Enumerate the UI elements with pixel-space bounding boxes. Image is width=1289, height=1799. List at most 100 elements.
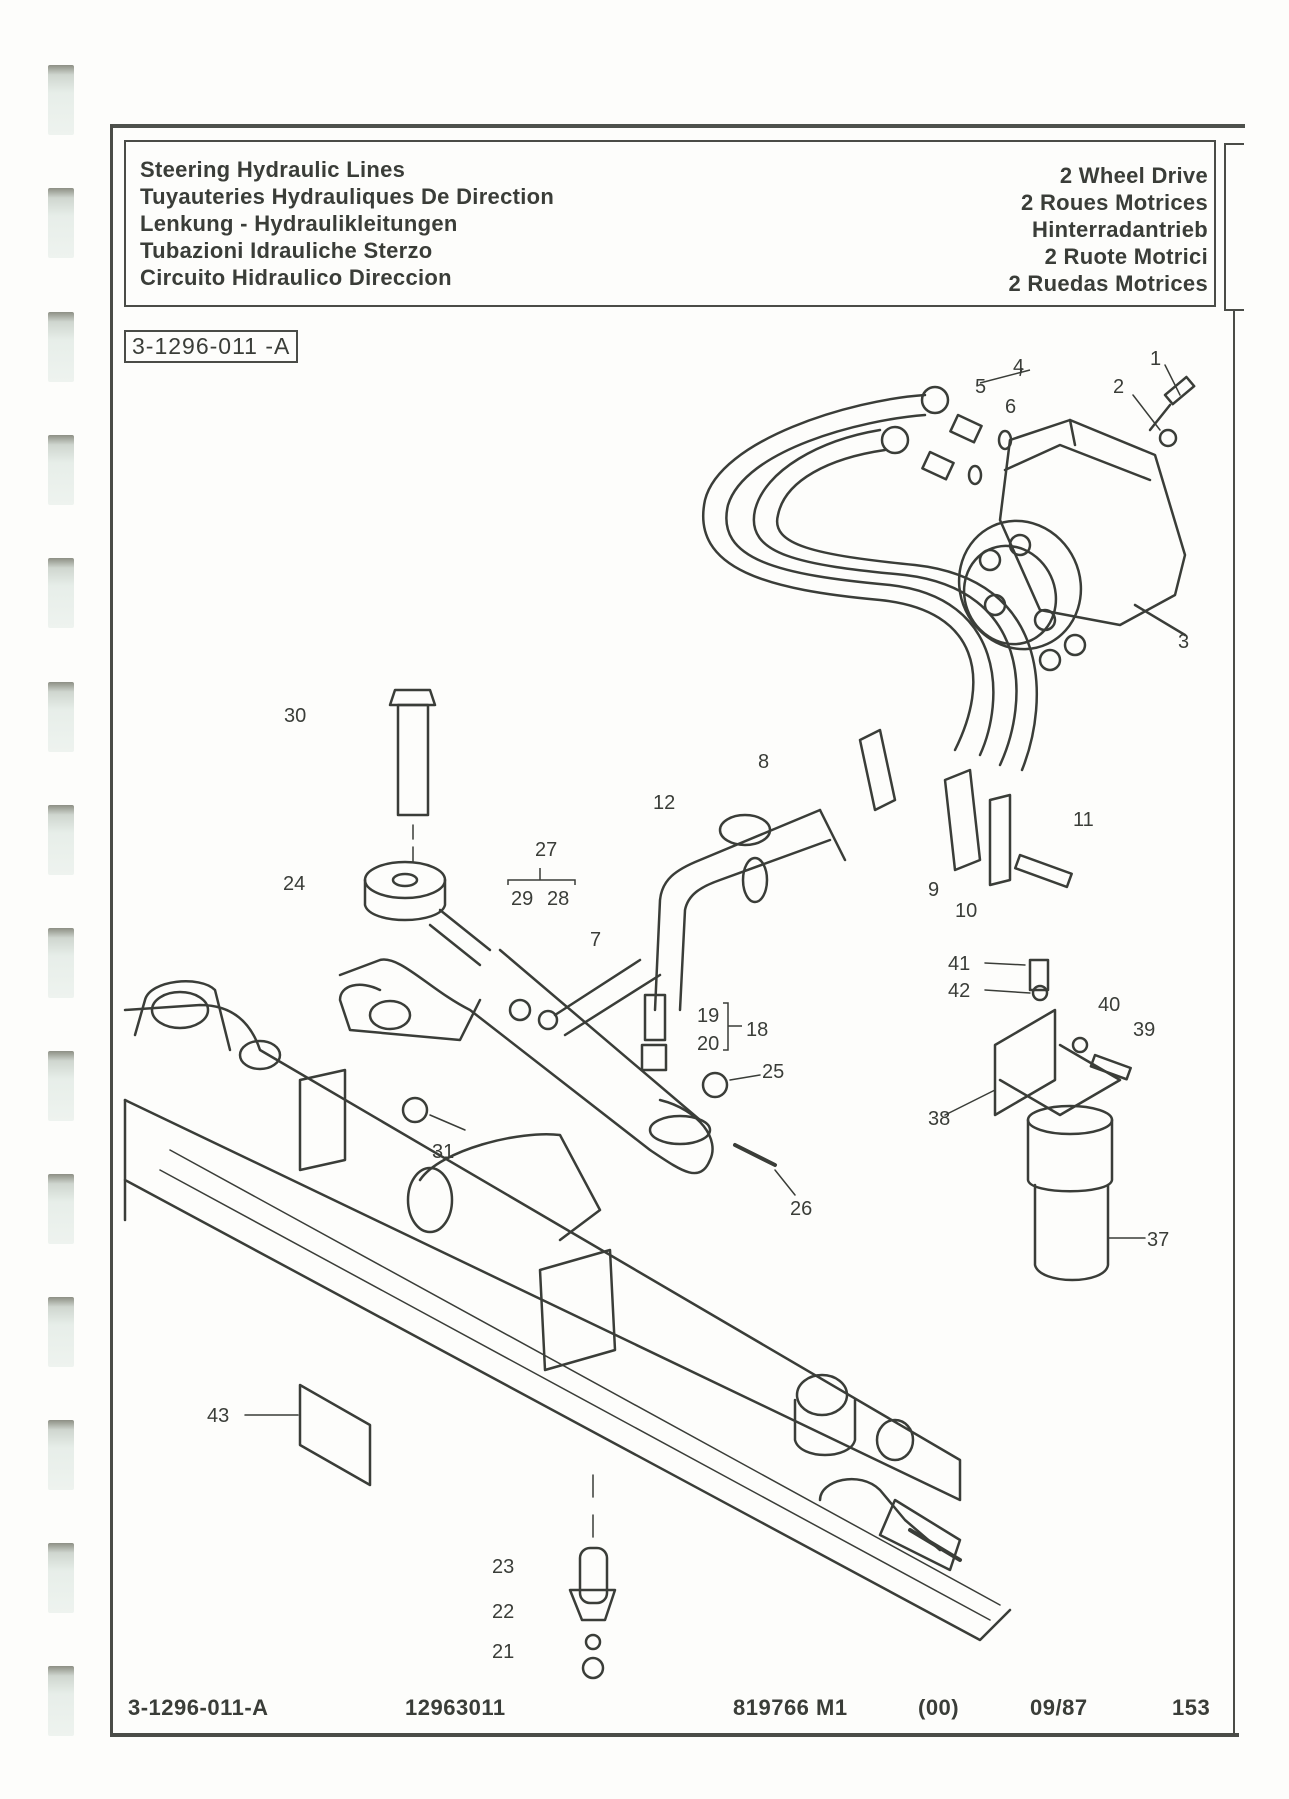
clamp-part-12: [718, 813, 772, 904]
hose-part-7: [553, 958, 662, 1037]
callout-25: 25: [762, 1061, 784, 1083]
callout-42: 42: [948, 980, 970, 1002]
binder-tab: [48, 1420, 74, 1490]
callout-31: 31: [432, 1141, 454, 1163]
filter-part-37: [1026, 1104, 1146, 1282]
binder-tab: [48, 1051, 74, 1121]
callout-38: 38: [928, 1108, 950, 1130]
callout-9: 9: [928, 879, 939, 901]
binder-tab: [48, 928, 74, 998]
callout-10: 10: [955, 900, 977, 922]
binder-tab: [48, 1543, 74, 1613]
footer-illustration-no: 12963011: [405, 1695, 506, 1720]
callout-8: 8: [758, 751, 769, 773]
bolt-part-41: [984, 958, 1050, 992]
bolt-part-11: [1013, 853, 1073, 889]
binder-tab: [48, 805, 74, 875]
callout-5: 5: [975, 376, 986, 398]
fitting-part-19-20: [640, 993, 668, 1072]
binder-tab: [48, 1666, 74, 1736]
callout-30: 30: [284, 705, 306, 727]
subtitle-it: 2 Ruote Motrici: [1044, 244, 1208, 269]
adapter-part-5: [921, 413, 983, 481]
callout-39: 39: [1133, 1019, 1155, 1041]
callout-19: 19: [697, 1005, 719, 1027]
bolt-part-30: [388, 688, 437, 866]
washer-part-2: [1132, 394, 1178, 448]
callout-40: 40: [1098, 994, 1120, 1016]
title-de: Lenkung - Hydraulikleitungen: [140, 211, 458, 236]
callout-29: 29: [511, 888, 533, 910]
binder-tab: [48, 1297, 74, 1367]
footer-revision: (00): [918, 1695, 960, 1720]
callout-22: 22: [492, 1601, 514, 1623]
fitting-part-28-29: [508, 998, 559, 1031]
subtitle-en: 2 Wheel Drive: [1059, 163, 1208, 188]
callout-12: 12: [653, 792, 675, 814]
binder-tab: [48, 312, 74, 382]
title-es: Circuito Hidraulico Direccion: [140, 265, 452, 290]
washer-part-22: [584, 1633, 602, 1651]
binder-tab: [48, 558, 74, 628]
page-frame-top: [110, 124, 1245, 128]
front-axle: [123, 980, 1012, 1642]
subtitle-fr: 2 Roues Motrices: [1021, 190, 1208, 215]
nut-part-21: [581, 1656, 605, 1680]
callout-20: 20: [697, 1033, 719, 1055]
binder-tab: [48, 1174, 74, 1244]
binder-tab: [48, 65, 74, 135]
page-frame-right: [1233, 310, 1235, 1737]
footer-figure-ref: 3-1296-011-A: [128, 1695, 269, 1720]
binder-tab: [48, 682, 74, 752]
callout-7: 7: [590, 929, 601, 951]
footer-date: 09/87: [1030, 1695, 1088, 1720]
callout-6: 6: [1005, 396, 1016, 418]
callout-26: 26: [790, 1198, 812, 1220]
nut-part-40: [1071, 1036, 1089, 1054]
tube-part-8: [653, 808, 847, 1012]
hydraulic-hoses: [702, 385, 1039, 772]
callout-3: 3: [1178, 631, 1189, 653]
subtitle-list: 2 Wheel Drive 2 Roues Motrices Hinterrad…: [1008, 162, 1208, 297]
bracket-mark-4: [979, 367, 1031, 384]
callout-21: 21: [492, 1641, 514, 1663]
subtitle-de: Hinterradantrieb: [1032, 217, 1208, 242]
bracket-part-24: [363, 860, 492, 967]
nut-part-25: [701, 1071, 761, 1099]
callout-27: 27: [535, 839, 557, 861]
callout-4: 4: [1013, 356, 1024, 378]
bolt-part-39: [1089, 1053, 1132, 1081]
page-frame: [110, 125, 1239, 1737]
footer-part-no: 819766 M1: [733, 1695, 848, 1720]
kingpin-part-23: [568, 1474, 617, 1622]
title-it: Tubazioni Idrauliche Sterzo: [140, 238, 433, 263]
plate-part-43: [244, 1383, 372, 1487]
plate-part-10: [988, 793, 1012, 887]
bracket-mark-18: [723, 1002, 742, 1051]
title-block: Steering Hydraulic Lines Tuyauteries Hyd…: [124, 140, 1216, 307]
binder-tab: [48, 188, 74, 258]
bolt-part-1: [1148, 364, 1196, 432]
footer-page-number: 153: [1172, 1695, 1211, 1720]
nut-part-31: [401, 1096, 466, 1131]
callout-2: 2: [1113, 376, 1124, 398]
callout-28: 28: [547, 888, 569, 910]
washer-part-42: [984, 984, 1049, 1002]
title-en: Steering Hydraulic Lines: [140, 157, 406, 182]
steering-unit-part-3: [957, 418, 1187, 672]
callout-1: 1: [1150, 348, 1161, 370]
pin-part-26: [733, 1143, 796, 1196]
binder-tab: [48, 435, 74, 505]
bracket-part-38: [944, 1008, 1122, 1117]
callout-18: 18: [746, 1019, 768, 1041]
bracket-mark-27: [507, 868, 576, 885]
title-fr: Tuyauteries Hydrauliques De Direction: [140, 184, 555, 209]
callout-43: 43: [207, 1405, 229, 1427]
clamp-block-part-9: [858, 728, 982, 872]
oring-part-6: [967, 429, 1013, 486]
callout-23: 23: [492, 1556, 514, 1578]
title-list: Steering Hydraulic Lines Tuyauteries Hyd…: [140, 156, 554, 291]
callout-37: 37: [1147, 1229, 1169, 1251]
